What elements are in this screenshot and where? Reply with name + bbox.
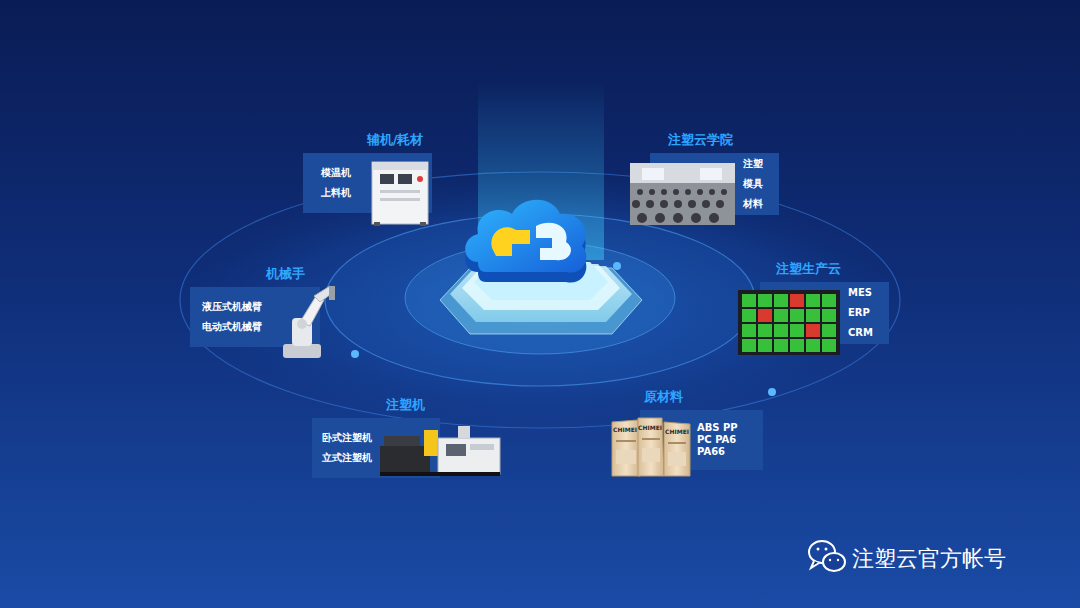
panel-item: 液压式机械臂 <box>202 301 274 313</box>
monitor-screen <box>774 309 788 322</box>
classroom-photo <box>630 163 735 225</box>
monitor-screen <box>822 294 836 307</box>
panel-item: 模温机 <box>321 167 363 179</box>
monitor-screen <box>790 324 804 337</box>
category-panel: 辅机/耗材模温机上料机 <box>315 153 369 213</box>
panel-heading: 机械手 <box>266 265 305 283</box>
monitor-screen <box>758 339 772 352</box>
monitor-screen <box>742 324 756 337</box>
panel-item: MES <box>848 287 883 299</box>
orbit-dot <box>613 262 621 270</box>
watermark: 注塑云官方帐号 <box>852 544 1006 574</box>
category-panel: 注塑云学院注塑模具材料 <box>737 153 779 215</box>
orbit-dot <box>351 350 359 358</box>
orbit-dot <box>768 388 776 396</box>
bag-brand: CHIMEI <box>665 428 689 435</box>
monitor-screen <box>822 339 836 352</box>
panel-body: 注塑模具材料 <box>737 153 779 215</box>
panel-body: 模温机上料机 <box>315 153 369 213</box>
orbit-outer <box>180 172 900 428</box>
panel-heading: 辅机/耗材 <box>367 131 424 149</box>
panel-item: 注塑 <box>743 158 773 170</box>
panel-item: CRM <box>848 327 883 339</box>
panel-item: ERP <box>848 307 883 319</box>
panel-item: 材料 <box>743 198 773 210</box>
monitor-screen <box>806 309 820 322</box>
category-panel: 注塑机卧式注塑机立式注塑机 <box>316 418 380 478</box>
panel-heading: 注塑生产云 <box>776 260 841 278</box>
material-bags <box>612 418 690 476</box>
monitor-screen <box>806 324 820 337</box>
panel <box>190 287 320 347</box>
category-panel: 注塑生产云MESERPCRM <box>842 282 889 344</box>
panel-item: ABS PP PC PA6 PA66 <box>697 422 755 458</box>
panel-heading: 注塑云学院 <box>668 131 733 149</box>
monitor-screen <box>758 324 772 337</box>
monitor-screen <box>806 294 820 307</box>
panel <box>312 418 440 478</box>
panel-item: 电动式机械臂 <box>202 321 274 333</box>
cloud-logo <box>465 200 586 283</box>
monitor-screen <box>758 294 772 307</box>
monitor-wall <box>738 290 840 355</box>
bag-brand: CHIMEI <box>613 426 637 433</box>
monitor-screen <box>774 339 788 352</box>
bag-brand: CHIMEI <box>638 424 662 431</box>
robot-arm <box>283 286 335 358</box>
category-panel: 原材料ABS PP PC PA6 PA66 <box>691 410 763 470</box>
monitor-screen <box>774 324 788 337</box>
monitor-screen <box>742 294 756 307</box>
panel-heading: 注塑机 <box>386 396 425 414</box>
panel-item: 上料机 <box>321 187 363 199</box>
panel-item: 卧式注塑机 <box>322 432 374 444</box>
monitor-screen <box>806 339 820 352</box>
category-panel: 机械手液压式机械臂电动式机械臂 <box>196 287 280 347</box>
auxiliary-machine <box>372 162 428 226</box>
wechat-icon <box>809 541 845 571</box>
monitor-screen <box>790 309 804 322</box>
monitor-screen <box>822 324 836 337</box>
monitor-screen <box>790 294 804 307</box>
monitor-screen <box>758 309 772 322</box>
monitor-screen <box>742 339 756 352</box>
panel-body: 液压式机械臂电动式机械臂 <box>196 287 280 347</box>
panel-heading: 原材料 <box>644 388 683 406</box>
panel-body: ABS PP PC PA6 PA66 <box>691 410 763 470</box>
monitor-screen <box>742 309 756 322</box>
injection-machine <box>378 426 500 476</box>
panel-item: 模具 <box>743 178 773 190</box>
panel-item: 立式注塑机 <box>322 452 374 464</box>
monitor-screen <box>790 339 804 352</box>
monitor-screen <box>774 294 788 307</box>
panel-body: 卧式注塑机立式注塑机 <box>316 418 380 478</box>
monitor-screen <box>822 309 836 322</box>
panel-body: MES ERP CRM <box>842 282 889 344</box>
